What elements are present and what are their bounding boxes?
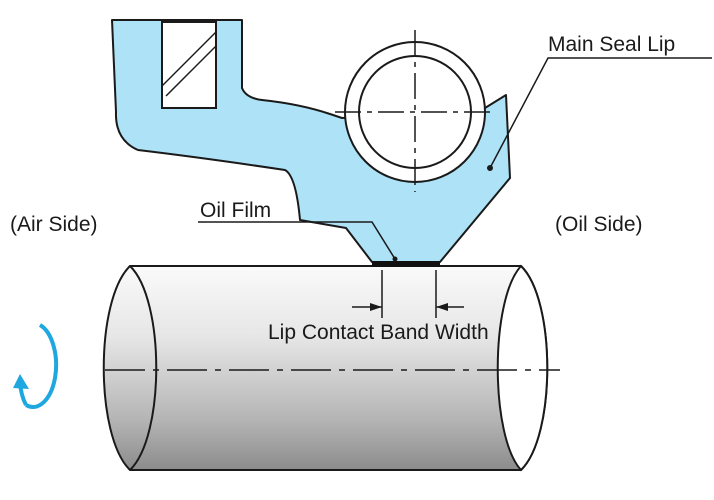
rotation-arrow-icon	[13, 323, 59, 409]
main-seal-lip-leader	[489, 57, 712, 169]
dim-arrowhead-left	[370, 303, 382, 311]
label-oil-film: Oil Film	[200, 199, 271, 222]
shaft	[102, 264, 560, 472]
shaft-left-break	[129, 265, 158, 471]
seal-slot	[161, 21, 217, 109]
lip-contact-band	[372, 261, 440, 267]
label-main-seal-lip: Main Seal Lip	[548, 33, 675, 56]
oil-film-leader	[198, 221, 396, 260]
slot-hatching	[162, 30, 216, 97]
label-lip-contact-band-width: Lip Contact Band Width	[268, 321, 489, 344]
shaft-body	[102, 265, 549, 471]
seal	[111, 19, 511, 267]
oil-film-leader-dot	[392, 256, 398, 262]
label-air-side: (Air Side)	[10, 213, 98, 236]
main-seal-lip-leader-dot	[487, 165, 493, 171]
band-width-dimension	[352, 270, 464, 318]
dim-arrowhead-right	[436, 303, 448, 311]
label-oil-side: (Oil Side)	[555, 213, 643, 236]
shaft-right-break	[496, 264, 549, 472]
